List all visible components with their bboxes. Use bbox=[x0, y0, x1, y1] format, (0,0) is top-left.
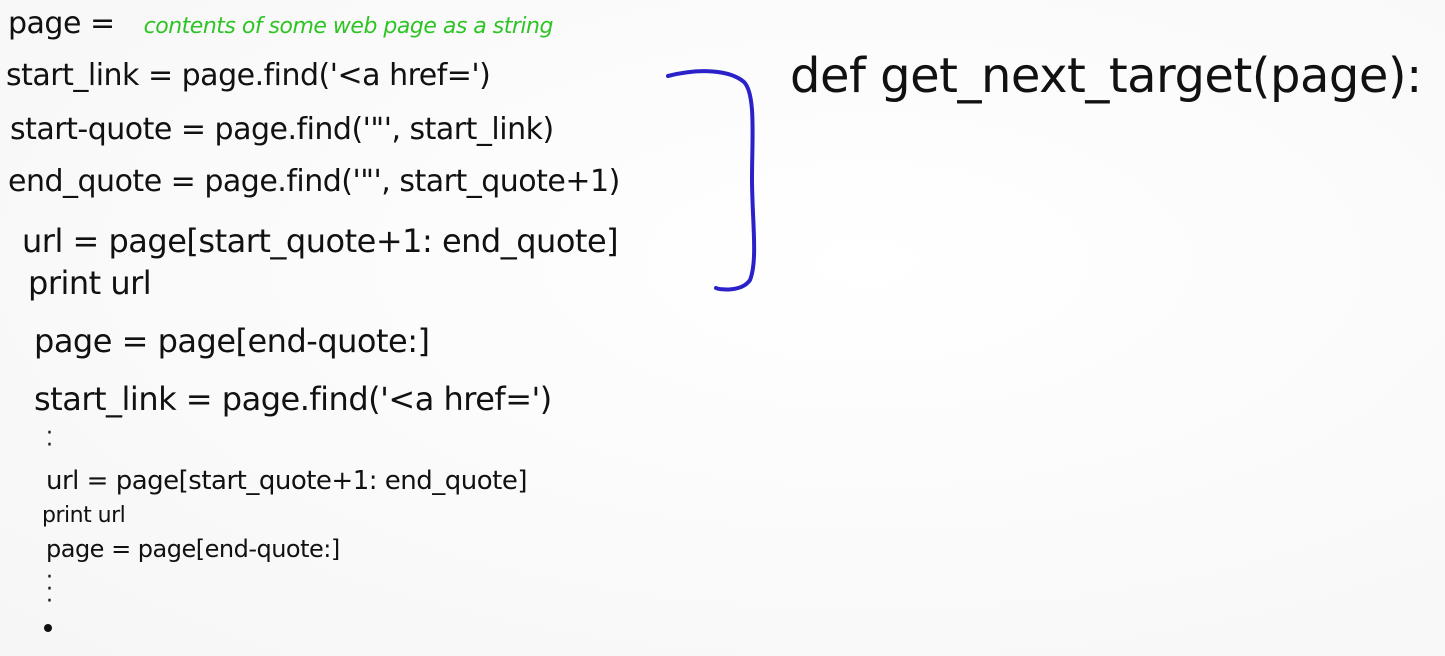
start-link-line-1: start_link = page.find('<a href=') bbox=[6, 58, 491, 93]
page-assignment-line: page = contents of some web page as a st… bbox=[8, 6, 553, 41]
grouping-brace bbox=[666, 69, 757, 292]
print-line-1: print url bbox=[28, 264, 152, 302]
page-assign-text: page = bbox=[8, 6, 115, 41]
brace-path bbox=[666, 69, 757, 292]
end-quote-line-1: end_quote = page.find('"', start_quote+1… bbox=[8, 164, 620, 199]
page-update-line-2: page = page[end-quote:] bbox=[46, 535, 340, 563]
print-line-2: print url bbox=[42, 503, 126, 528]
continuation-dots-2: ··· bbox=[46, 565, 53, 614]
url-line-1: url = page[start_quote+1: end_quote] bbox=[22, 222, 619, 260]
continuation-dot-final bbox=[44, 624, 52, 632]
continuation-dots-1: ·· bbox=[46, 421, 53, 458]
start-link-line-2: start_link = page.find('<a href=') bbox=[34, 380, 552, 418]
page-comment: contents of some web page as a string bbox=[143, 14, 554, 39]
page-update-line-1: page = page[end-quote:] bbox=[34, 322, 430, 360]
function-definition: def get_next_target(page): bbox=[790, 48, 1422, 104]
url-line-2: url = page[start_quote+1: end_quote] bbox=[46, 466, 527, 496]
start-quote-line-1: start-quote = page.find('"', start_link) bbox=[10, 112, 554, 147]
